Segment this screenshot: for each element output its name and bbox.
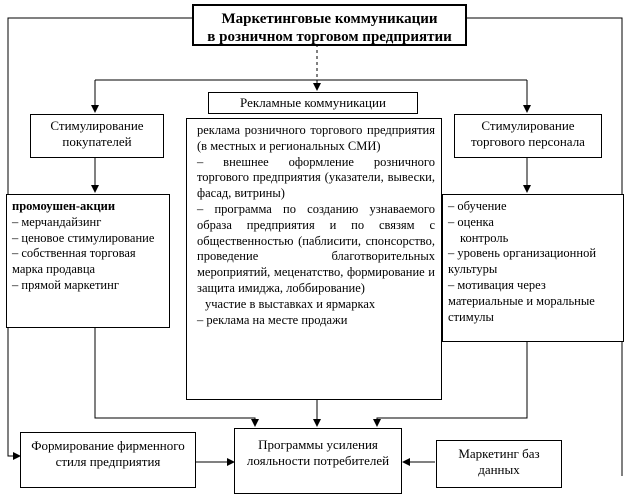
staff-label-box: Стимулирование торгового персонала — [454, 114, 602, 158]
title-line-2: в розничном торговом предприятии — [207, 29, 452, 45]
loyalty-programs-label: Программы усиления лояльности потребител… — [246, 437, 390, 468]
buyers-list-heading: промоушен-акции — [12, 199, 116, 213]
staff-item: контроль — [460, 230, 509, 245]
advertising-label: Рекламные коммуникации — [240, 95, 386, 110]
buyers-label: Стимулирование покупателей — [50, 118, 144, 149]
database-marketing-label: Маркетинг баз данных — [458, 446, 540, 477]
buyers-label-box: Стимулирование покупателей — [30, 114, 164, 158]
advertising-item: – программа по созданию узнаваемого обра… — [197, 201, 435, 295]
buyers-item: – собственная торговая марка продавца — [12, 246, 136, 277]
staff-item: – оценка — [448, 214, 494, 229]
staff-item: – уровень организационной культуры — [448, 246, 597, 277]
staff-list-box: – обучение – оценка контроль – уровень о… — [442, 194, 624, 342]
title-line-1: Маркетинговые коммуникации — [221, 11, 438, 27]
corporate-identity-box: Формирование фирменного стиля предприяти… — [20, 432, 196, 488]
buyers-to-loyalty-line — [94, 328, 259, 427]
database-marketing-box: Маркетинг баз данных — [436, 440, 562, 488]
advertising-label-box: Рекламные коммуникации — [208, 92, 418, 114]
staff-label: Стимулирование торгового персонала — [471, 118, 585, 149]
corporate-identity-label: Формирование фирменного стиля предприяти… — [31, 438, 185, 469]
buyers-item: – ценовое стимулирование — [12, 230, 155, 245]
advertising-item: – внешнее оформление розничного торговог… — [197, 154, 435, 201]
advertising-item: участие в выставках и ярмарках — [205, 296, 376, 311]
advertising-item: реклама розничного торгового предприятия… — [197, 123, 435, 153]
buyers-list-box: промоушен-акции – мерчандайзинг – ценово… — [6, 194, 170, 328]
staff-item: – обучение — [448, 199, 507, 213]
advertising-item: – реклама на месте продажи — [197, 312, 348, 327]
buyers-item: – мерчандайзинг — [12, 214, 102, 229]
advertising-list-box: реклама розничного торгового предприятия… — [186, 118, 442, 400]
loyalty-programs-box: Программы усиления лояльности потребител… — [234, 428, 402, 494]
staff-to-loyalty-line — [373, 342, 528, 427]
diagram-title-box: Маркетинговые коммуникации в розничном т… — [192, 4, 467, 46]
staff-item: – мотивация через материальные и моральн… — [448, 277, 595, 324]
buyers-item: – прямой маркетинг — [12, 277, 119, 292]
